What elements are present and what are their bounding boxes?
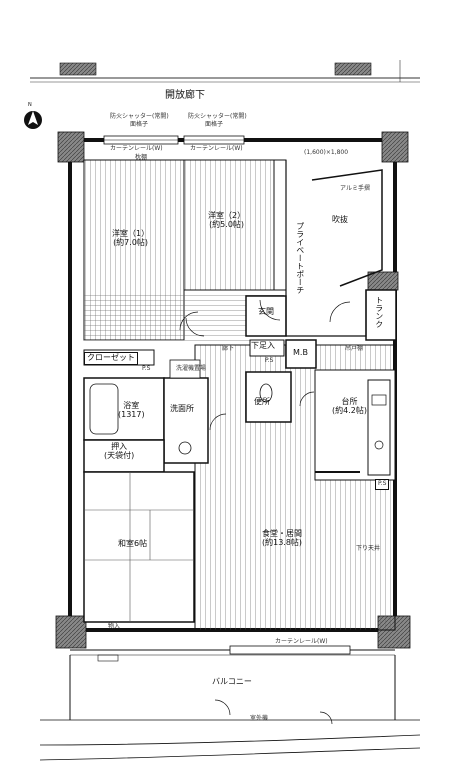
mesh-right-label: 面格子 <box>205 121 224 128</box>
ps-closet-label: P.S <box>142 365 151 372</box>
outdoor-unit-label: 室外機 <box>250 715 269 722</box>
toilet-room <box>245 371 292 423</box>
balcony <box>39 649 421 761</box>
shutter-left-label: 防火シャッター(常開) <box>110 113 169 120</box>
mb-label: M.B <box>293 348 308 357</box>
closet-label: クローゼット <box>84 352 138 365</box>
oshiire-label: 押入 (天袋付) <box>104 442 135 460</box>
room2-label: 洋室（2） (約5.0帖) <box>208 211 246 229</box>
void-area <box>311 169 383 287</box>
porch-label: プライベートポーチ <box>295 222 305 294</box>
tatami-room <box>83 471 195 623</box>
shoe-box-label: 下足入 <box>251 341 275 350</box>
washroom-label: 洗面所 <box>170 404 194 413</box>
ps-upper-label: P.S <box>265 357 274 364</box>
entrance <box>245 295 287 337</box>
laundry-label: 洗濯機置場 <box>176 365 207 372</box>
lowered-ceiling-label: 下り天井 <box>356 545 381 552</box>
void-label: 吹抜 <box>332 215 348 224</box>
oshiire <box>83 439 165 473</box>
trunk-label: トランク <box>374 296 384 328</box>
washroom <box>163 377 209 464</box>
door-size-label: (1,600)×1,800 <box>304 149 349 156</box>
bath-label: 浴室 (1317) <box>118 401 145 419</box>
top-windows <box>103 135 245 145</box>
private-porch <box>285 160 367 337</box>
curtain-rail-right-label: カーテンレール(W) <box>190 145 243 152</box>
curtain-rail-left-label: カーテンレール(W) <box>110 145 163 152</box>
north-arrow-icon <box>24 111 42 129</box>
toilet-label: 便所 <box>254 397 270 406</box>
hallway-label: 廊下 <box>222 345 235 352</box>
entrance-label: 玄関 <box>258 307 274 316</box>
storage-shelf-label: 物入 <box>108 623 121 630</box>
balcony-label: バルコニー <box>212 677 252 686</box>
kitchen-note-label: 吊戸棚 <box>345 345 364 352</box>
open-corridor <box>30 60 420 83</box>
kitchen-counter <box>367 379 391 476</box>
corridor-label: 開放廊下 <box>165 90 205 101</box>
curtain-rail-bottom-label: カーテンレール(W) <box>275 638 328 645</box>
door-swings <box>179 299 351 431</box>
bath-room <box>83 377 165 441</box>
north-label: N <box>28 102 32 108</box>
mesh-left-label: 面格子 <box>130 121 149 128</box>
kitchen-label: 台所 (約4.2帖) <box>332 397 367 415</box>
tatami-room-label: 和室6帖 <box>118 539 148 548</box>
room2-floor <box>183 159 275 291</box>
structural-column <box>55 131 411 649</box>
shutter-right-label: 防火シャッター(常開) <box>188 113 247 120</box>
ldk-label: 食堂・居間 (約13.8帖) <box>262 529 303 547</box>
handrail-label: アルミ手摺 <box>340 185 370 192</box>
room1-label: 洋室（1） (約7.0帖) <box>112 229 150 247</box>
ps-kitchen-label: P.S <box>375 479 390 490</box>
hanger-label: 枕棚 <box>135 154 148 161</box>
